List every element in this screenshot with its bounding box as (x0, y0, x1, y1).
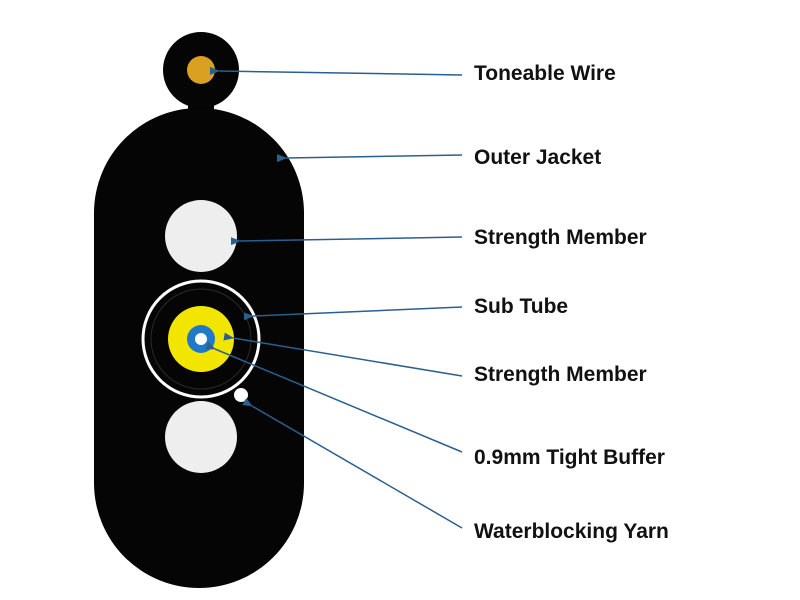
leader-tight-buffer (205, 341, 463, 453)
leader-outer-jacket (276, 154, 463, 163)
label-tight-buffer: 0.9mm Tight Buffer (474, 446, 665, 469)
leader-strength-member-top (230, 236, 463, 246)
leader-waterblocking-yarn (242, 398, 463, 529)
fiber-core (195, 333, 207, 345)
label-toneable-wire: Toneable Wire (474, 62, 616, 85)
leader-strength-member-inner (223, 332, 463, 377)
sub-tube-inner-ring (150, 288, 252, 390)
label-sub-tube: Sub Tube (474, 295, 569, 318)
strength-member-bottom (165, 401, 237, 473)
leader-toneable-wire (209, 66, 463, 76)
leader-lines (205, 66, 463, 529)
toneable-wire-messenger (163, 32, 239, 122)
label-waterblocking-yarn: Waterblocking Yarn (474, 520, 669, 543)
label-outer-jacket: Outer Jacket (474, 146, 602, 169)
waterblocking-yarn (234, 388, 248, 402)
leader-sub-tube (243, 306, 463, 321)
toneable-wire-core (187, 56, 215, 84)
strength-member-top (165, 200, 237, 272)
label-strength-member-inner: Strength Member (474, 363, 647, 386)
label-strength-member-top: Strength Member (474, 226, 647, 249)
